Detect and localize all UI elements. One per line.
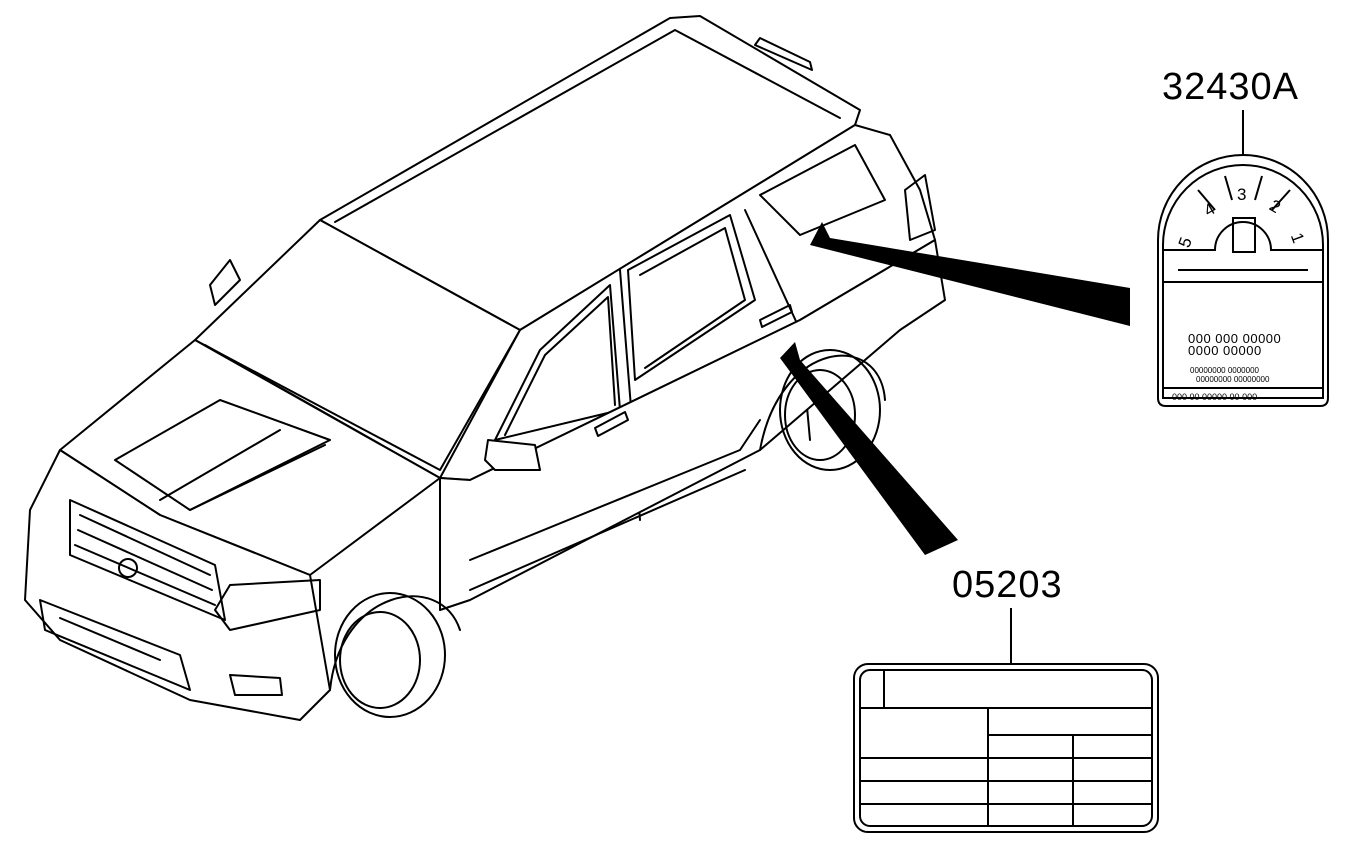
label-line-1: 000 000 00000 [1188,331,1281,346]
label-line-5: 000 00 00000 00 000 [1172,392,1257,402]
part-number-05203: 05203 [952,564,1063,606]
emission-label-text: 5 4 3 2 1 000 000 00000 0000 00000 00000… [1172,185,1308,402]
pointer-05203 [780,342,958,555]
emission-label-drawing [1157,154,1329,407]
label-line-4: 00000000 00000000 [1196,375,1270,384]
label-line-3: 00000000 0000000 [1190,366,1260,375]
tire-label-drawing [853,663,1159,833]
pointer-32430a [810,222,1130,326]
dial-number-3: 3 [1237,185,1246,204]
callout-pointers [780,222,1130,555]
label-line-2: 0000 00000 [1188,343,1262,358]
vehicle-drawing [24,15,946,721]
part-number-32430a: 32430A [1162,66,1300,108]
